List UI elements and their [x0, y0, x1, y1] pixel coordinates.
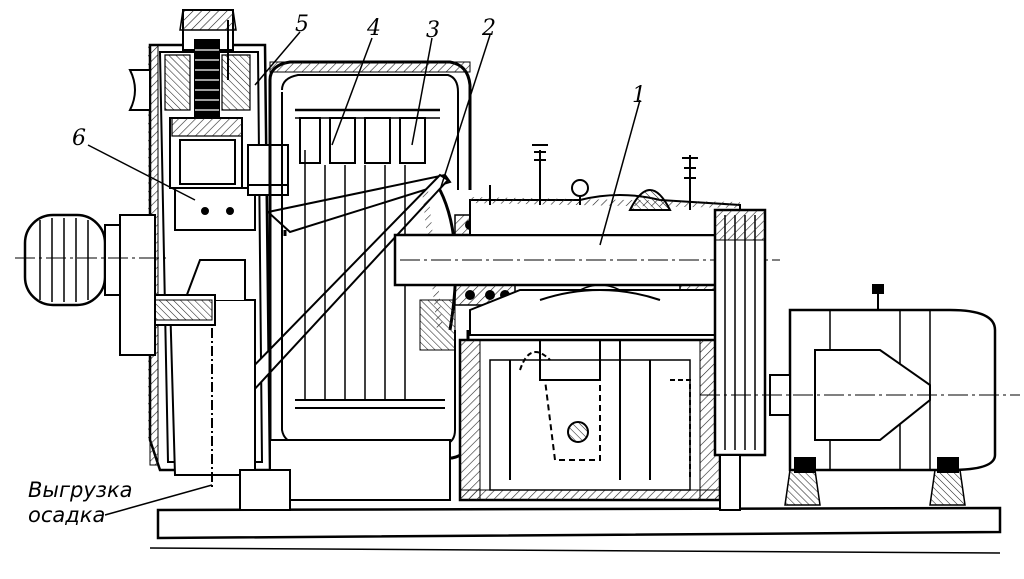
leader-2	[439, 34, 491, 191]
base-plate	[156, 506, 1002, 540]
leader-1	[599, 99, 641, 246]
caption-line-2: осадка	[28, 503, 106, 527]
label-6: 6	[72, 126, 86, 151]
label-4: 4	[367, 16, 381, 41]
caption-line-1: Выгрузка	[28, 478, 133, 502]
leader-4	[331, 37, 373, 146]
leader-6	[87, 144, 196, 201]
leader-5	[254, 31, 301, 86]
label-2: 2	[482, 16, 496, 41]
leader-caption	[104, 484, 213, 516]
label-3: 3	[426, 18, 440, 43]
leader-3	[411, 37, 433, 146]
label-1: 1	[632, 83, 646, 108]
pump-housing	[458, 338, 722, 502]
left-pulley	[23, 213, 107, 307]
right-pulley	[713, 208, 767, 457]
label-5: 5	[295, 12, 309, 37]
